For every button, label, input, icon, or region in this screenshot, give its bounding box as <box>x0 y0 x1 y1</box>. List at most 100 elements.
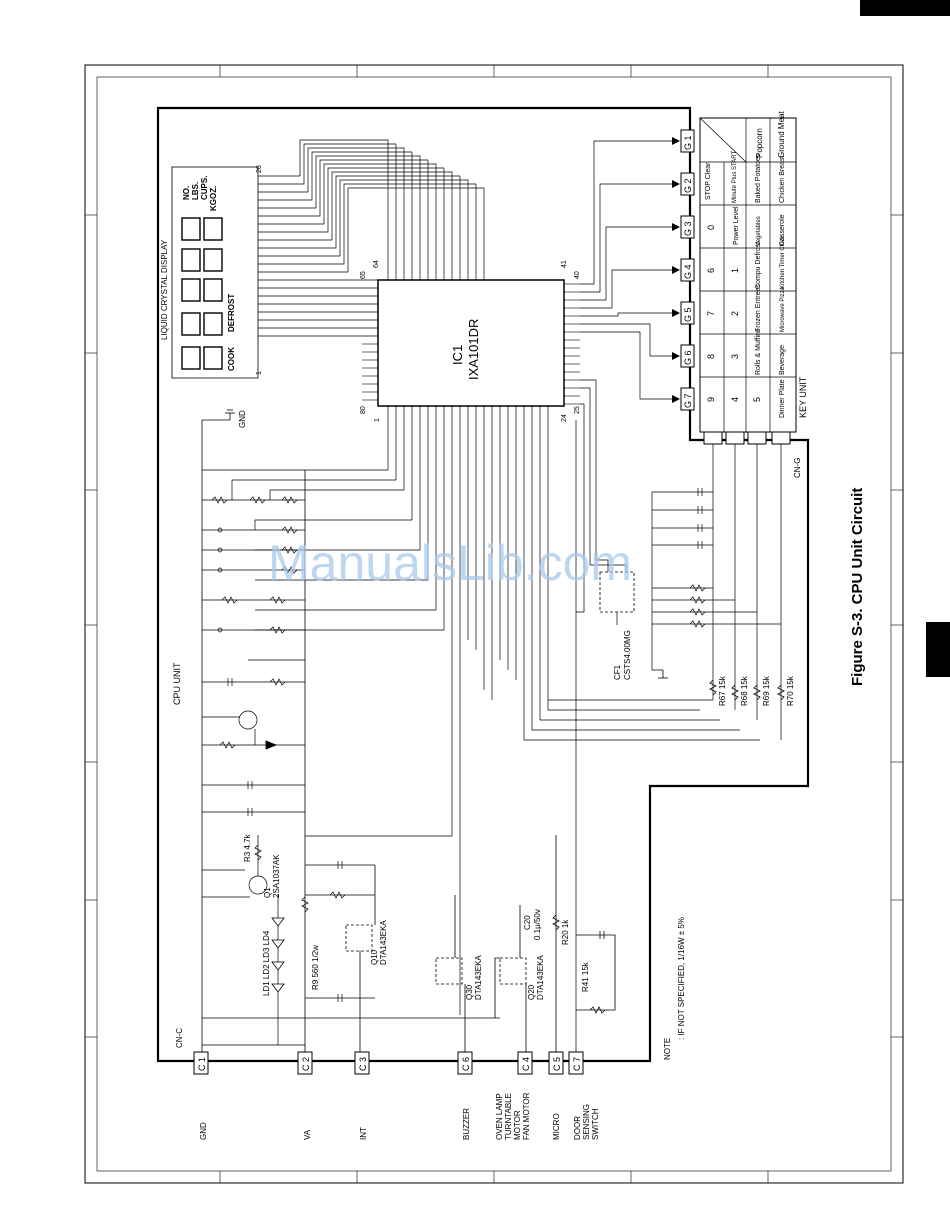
key-ground-meat: Ground Meat <box>777 111 786 158</box>
r70-label: R70 15k <box>786 675 795 706</box>
g1-pin: G 1 <box>683 135 693 150</box>
lcd-label: LIQUID CRYSTAL DISPLAY <box>160 239 169 340</box>
key-dinner-plate: Dinner Plate <box>779 379 786 418</box>
key-9: 9 <box>706 397 716 402</box>
g-connector-box <box>680 258 695 282</box>
cpu-unit-label: CPU UNIT <box>172 662 182 705</box>
c4-pin: C 4 <box>521 1057 531 1071</box>
c20-val-label: 0.1μ/50v <box>533 909 542 940</box>
key-minute-plus: Minute Plus START <box>732 151 738 203</box>
lcd-display <box>171 166 259 379</box>
key-resistors <box>709 679 785 701</box>
ic1-body <box>377 279 565 407</box>
ic1-part: IXA101DR <box>466 319 481 380</box>
lcd-defrost: DEFROST <box>227 294 236 332</box>
va-signal-label: VA <box>303 1129 312 1140</box>
key-compu-defrost: Compu Defrost <box>755 242 762 289</box>
note-heading: NOTE <box>663 1038 672 1060</box>
r9-label: R9 560 1/2w <box>311 945 320 990</box>
q20-part-label: DTA143EKA <box>536 955 545 1000</box>
g-connector-box <box>680 387 695 411</box>
ic1-pin-label: 41 <box>561 260 568 268</box>
q30-label: Q30 <box>465 984 474 1000</box>
lcd-unit-no: NO. <box>182 186 191 200</box>
buzzer-signal-label: BUZZER <box>462 1108 471 1140</box>
key-0: 0 <box>706 225 716 230</box>
watermark: ManualsLib.com <box>268 535 632 591</box>
q1-part-label: 2SA1037AK <box>272 854 281 898</box>
key-baked-potatoes: Baked Potatoes <box>755 153 762 203</box>
c6-pin: C 6 <box>461 1057 471 1071</box>
ic1-ref: IC1 <box>450 345 465 365</box>
g4-pin: G 4 <box>683 264 693 279</box>
c-connector-group <box>193 1051 584 1075</box>
lcd-unit-lbs: LBS. <box>191 182 200 200</box>
motor-signal-label: OVEN LAMPTURNTABLEMOTORFAN MOTOR <box>495 1092 531 1140</box>
g-connector-box <box>680 129 695 153</box>
c20-label: C20 <box>523 915 532 930</box>
key-stop-clear: STOP Clear <box>705 162 712 200</box>
door-signal-label: DOORSENSINGSWITCH <box>573 1104 600 1140</box>
key-2: 2 <box>730 311 740 316</box>
key-popcorn: Popcorn <box>755 128 764 158</box>
lcd-pin-1: 1 <box>256 371 263 375</box>
q1-label: Q1 <box>263 887 272 898</box>
key-8: 8 <box>706 354 716 359</box>
key-chicken-breast: Chicken Breast <box>779 155 786 203</box>
r68-label: R68 15k <box>740 675 749 706</box>
g-traces <box>580 140 672 400</box>
driver-transistors <box>345 835 616 1060</box>
frame-ticks <box>85 65 903 1183</box>
key-3: 3 <box>730 354 740 359</box>
ic1-pin-label: 40 <box>574 271 581 279</box>
c5-pin: C 5 <box>552 1057 562 1071</box>
r20-label: R20 1k <box>561 919 570 945</box>
key-rolls-muffins: Rolls & Muffins <box>755 328 762 375</box>
ic1-pins <box>362 283 580 405</box>
key-unit-label: KEY UNIT <box>798 376 808 418</box>
key-return-traces <box>548 444 782 740</box>
key-6: 6 <box>706 268 716 273</box>
cn-c-label: CN-C <box>175 1028 184 1048</box>
c3-pin: C 3 <box>358 1057 368 1071</box>
gnd-signal-label: GND <box>199 1122 208 1140</box>
cf1-label: CF1 <box>613 664 622 680</box>
lcd-pins <box>258 175 378 337</box>
g3-pin: G 3 <box>683 221 693 236</box>
lcd-pin-26: 26 <box>256 165 263 173</box>
leds-label: LD1 LD2 LD3 LD4 <box>262 930 271 996</box>
ic1-pin-label: 25 <box>574 406 581 414</box>
corner-tab <box>860 0 950 16</box>
cf1-part-label: CSTS4.00MG <box>623 630 632 680</box>
key-frozen-entrees: Frozen Entrees <box>755 284 762 332</box>
key-power-level: Power Level <box>733 206 740 245</box>
r3-label: R3 4.7k <box>243 833 252 862</box>
side-tab <box>926 622 950 677</box>
rotated-labels: Figure S-3. CPU Unit Circuit CPU UNIT KE… <box>160 111 866 1140</box>
note-text: : IF NOT SPECIFIED, 1/16W ± 5% <box>677 917 686 1040</box>
r69-label: R69 15k <box>762 675 771 706</box>
power-rails <box>201 419 500 1060</box>
segment-bus <box>299 139 485 280</box>
led-string <box>265 740 285 993</box>
g7-pin: G 7 <box>683 393 693 408</box>
g-connector-box <box>680 215 695 239</box>
key-matrix-grid <box>699 117 796 432</box>
q10-part-label: DTA143EKA <box>379 920 388 965</box>
g6-pin: G 6 <box>683 350 693 365</box>
r41-label: R41 15k <box>581 961 590 992</box>
c1-pin: C 1 <box>197 1057 207 1071</box>
key-7: 7 <box>706 311 716 316</box>
lcd-unit-kgoz: KGOZ. <box>209 186 218 211</box>
r67-label: R67 15k <box>718 675 727 706</box>
key-casserole: Casserole <box>779 214 786 246</box>
key-microwave-pizza: Microwave Pizza <box>780 286 786 332</box>
key-5: 5 <box>752 397 762 402</box>
g-arrows <box>672 137 680 403</box>
q10-label: Q10 <box>370 949 379 965</box>
int-signal-label: INT <box>359 1127 368 1140</box>
lcd-unit-cups: CUPS. <box>200 176 209 200</box>
c7-pin: C 7 <box>572 1057 582 1071</box>
q20-label: Q20 <box>527 984 536 1000</box>
